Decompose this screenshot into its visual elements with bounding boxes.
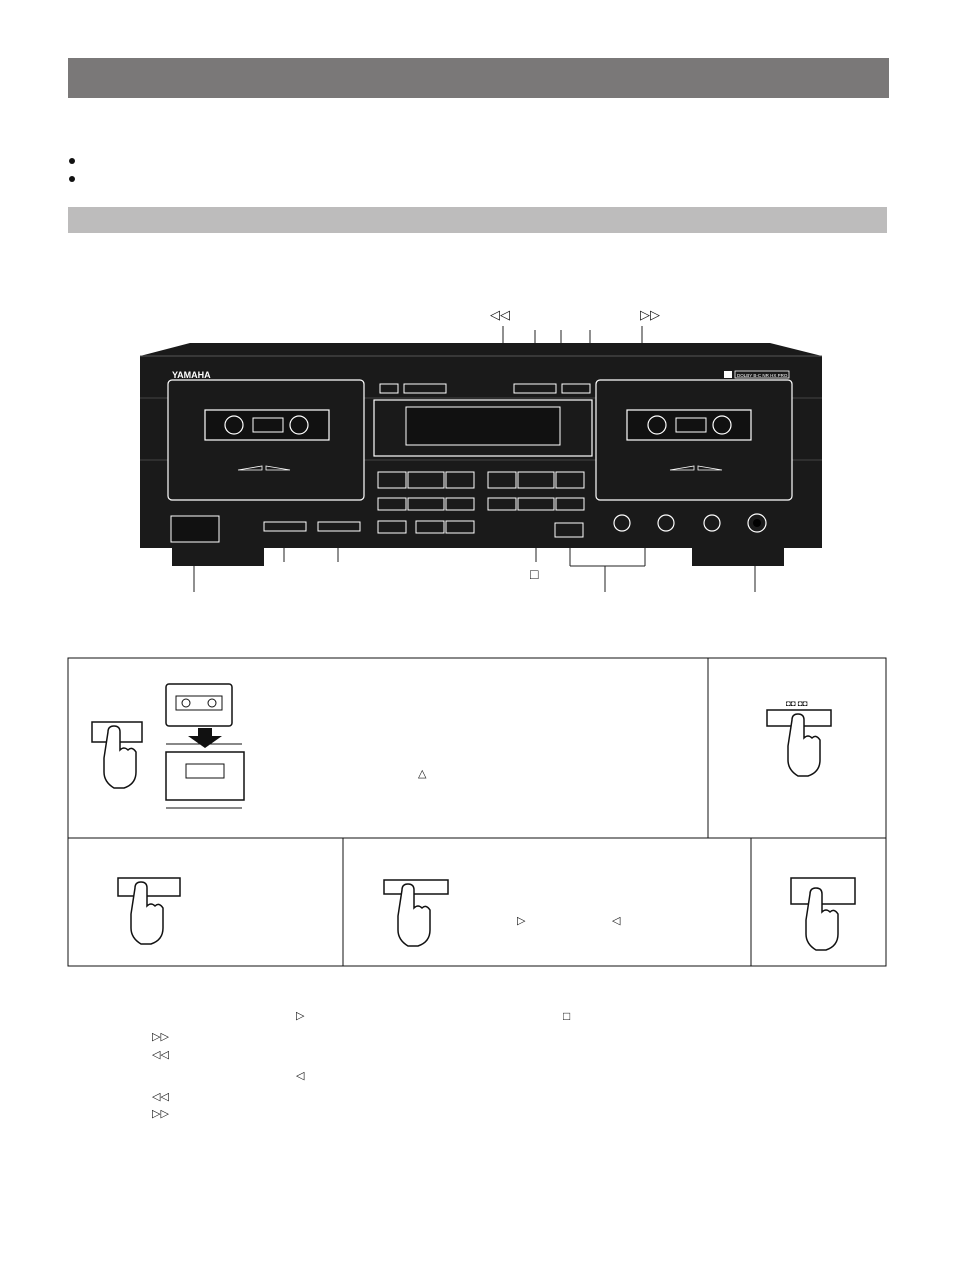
play-reverse-symbol: ◁: [612, 915, 621, 927]
brand-label: YAMAHA: [172, 370, 211, 380]
play-forward-symbol: ▷: [517, 915, 526, 927]
dolby-badge: DOLBY B-C NR HX PRO: [737, 373, 788, 378]
section-bar: [68, 207, 887, 233]
stop-symbol: □: [530, 566, 539, 582]
dolby-nr-symbol: ◘◘ ◘◘: [786, 699, 808, 708]
bullet-1: [69, 158, 75, 164]
cassette-deck-illustration: YAMAHA DOLBY B-C NR HX PRO: [140, 326, 822, 592]
line-3-symbol: ◁◁: [152, 1049, 169, 1061]
instruction-panels: [67, 657, 887, 967]
line-5-symbol: ◁◁: [152, 1091, 169, 1103]
fast-forward-symbol: ▷▷: [640, 307, 660, 322]
line-6-symbol: ▷▷: [152, 1108, 169, 1120]
eject-symbol: △: [418, 768, 427, 780]
line-4-symbol: ◁: [296, 1070, 305, 1082]
rewind-symbol: ◁◁: [490, 307, 510, 322]
title-bar: [68, 58, 889, 98]
bullet-2: [69, 176, 75, 182]
line-2-symbol: ▷▷: [152, 1031, 169, 1043]
line-1-symbol-a: ▷: [296, 1010, 305, 1022]
deck-body: YAMAHA DOLBY B-C NR HX PRO: [140, 343, 822, 566]
line-1-symbol-b: □: [563, 1009, 571, 1023]
